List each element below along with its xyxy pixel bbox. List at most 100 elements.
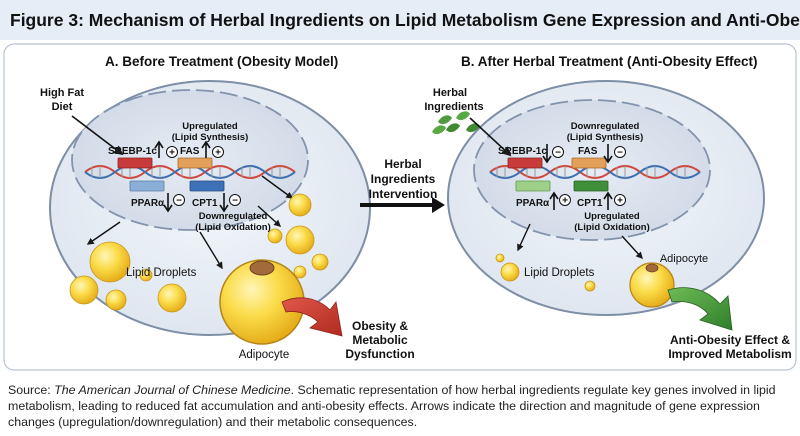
outcome-a-3: Dysfunction xyxy=(345,347,414,361)
cpt1-sign-a: − xyxy=(232,196,238,207)
cpt1-sign-circle-a xyxy=(229,194,241,206)
ppar-sign-a: − xyxy=(176,196,182,207)
srebp-gene-box-b xyxy=(507,157,543,169)
diet-label-a-2: Diet xyxy=(52,101,73,113)
diet-label-a-1: High Fat xyxy=(40,87,84,99)
ppar-sign-circle-b xyxy=(559,194,571,206)
herbal-arrow-b xyxy=(469,117,512,157)
lipid-droplets-label-a: Lipid Droplets xyxy=(126,267,197,279)
lipid-droplet xyxy=(288,193,312,217)
title-bar xyxy=(0,0,800,40)
up-note-a-1: Upregulated xyxy=(182,121,238,132)
lipid-droplet xyxy=(89,241,131,283)
adipocyte-nucleus-a xyxy=(249,260,275,276)
srebp-sign-circle-b xyxy=(552,146,564,158)
leaf-icon xyxy=(432,111,480,135)
caption-body: . Schematic representation of how herbal… xyxy=(8,383,776,429)
srebp-sign-a: + xyxy=(169,148,175,159)
intervention-line-3: Intervention xyxy=(369,187,438,201)
outcome-a-2: Metabolic xyxy=(352,333,408,347)
obesity-outcome-arrow xyxy=(281,297,343,337)
lipid-droplets-label-b: Lipid Droplets xyxy=(524,267,595,279)
cpt1-up-arrow-b xyxy=(603,191,613,210)
lipid-droplets-a xyxy=(69,193,329,313)
srebp-sign-circle-a xyxy=(166,146,178,158)
outcome-b-2: Improved Metabolism xyxy=(668,347,791,361)
srebp-label-b: SREBP-1c xyxy=(498,146,547,157)
adipocyte-nucleus-b xyxy=(645,263,659,273)
ppar-label-a: PPARα xyxy=(131,198,165,209)
lipid-droplet xyxy=(495,253,505,263)
caption-source-prefix: Source: xyxy=(8,383,55,397)
fas-sign-a: + xyxy=(215,148,221,159)
adipocyte-b xyxy=(629,262,675,308)
ppar-down-arrow-a xyxy=(163,193,173,213)
fas-down-arrow-b xyxy=(603,144,613,164)
fas-sign-b: − xyxy=(617,148,623,159)
ppar-gene-box-a xyxy=(129,180,165,192)
lipid-droplet xyxy=(157,283,187,313)
lipid-droplet xyxy=(311,253,329,271)
diet-arrow-a xyxy=(71,115,124,156)
ppar-sign-b: + xyxy=(562,196,568,207)
intervention-line-1: Herbal xyxy=(384,157,421,171)
down-note-b-1: Downregulated xyxy=(571,121,640,132)
lipid-droplet xyxy=(500,262,520,282)
lipid-droplet xyxy=(293,265,307,279)
down-note-b-2: (Lipid Synthesis) xyxy=(567,132,644,143)
ppar-up-arrow-b xyxy=(549,191,559,210)
outcome-a-1: Obesity & xyxy=(352,319,408,333)
down-note-a-2: (Lipid Oxidation) xyxy=(195,222,270,233)
up-note-a-2: (Lipid Synthesis) xyxy=(172,132,249,143)
srebp-sign-b: − xyxy=(555,148,561,159)
herbal-label-b-2: Ingredients xyxy=(424,101,483,113)
cpt1-down-arrow-a xyxy=(219,193,229,213)
lipid-droplet xyxy=(267,228,283,244)
herbal-label-b-1: Herbal xyxy=(433,87,467,99)
lipid-droplet xyxy=(69,275,99,305)
srebp-down-arrow-b xyxy=(542,144,552,164)
arrow-to-droplets-a xyxy=(86,221,121,245)
dna-helix-b xyxy=(489,165,701,179)
adipocyte-a xyxy=(219,259,305,345)
arrow-to-droplets-b xyxy=(517,223,531,252)
fas-up-arrow-a xyxy=(201,140,211,158)
fas-sign-circle-b xyxy=(614,146,626,158)
cpt1-gene-box-a xyxy=(189,180,225,192)
arrow-to-adipocyte-b xyxy=(621,235,643,260)
caption-journal: The American Journal of Chinese Medicine xyxy=(54,383,291,397)
cpt1-gene-box-b xyxy=(573,180,609,192)
arrow-to-adipocyte-a xyxy=(199,231,223,270)
panel-b: B. After Herbal Treatment (Anti-Obesity … xyxy=(424,54,791,361)
arrow-to-droplet-lower-a xyxy=(257,205,282,227)
lipid-droplet xyxy=(285,225,315,255)
srebp-up-arrow-a xyxy=(154,140,164,158)
adipocyte-cell-b xyxy=(629,262,675,308)
lipid-droplet xyxy=(139,268,153,282)
figure-caption: Source: The American Journal of Chinese … xyxy=(8,382,792,430)
nucleus-b xyxy=(473,99,711,241)
ppar-label-b: PPARα xyxy=(516,198,550,209)
fas-gene-box-b xyxy=(571,157,607,169)
lipid-droplet xyxy=(105,289,127,311)
down-note-a-1: Downregulated xyxy=(199,211,268,222)
figure-title: Figure 3: Mechanism of Herbal Ingredient… xyxy=(10,10,800,30)
srebp-label-a: SREBP-1c xyxy=(108,146,157,157)
lipid-droplet xyxy=(584,280,596,292)
fas-label-b: FAS xyxy=(578,146,598,157)
cpt1-sign-circle-b xyxy=(614,194,626,206)
outcome-b-1: Anti-Obesity Effect & xyxy=(670,333,790,347)
srebp-gene-box-a xyxy=(117,157,153,169)
panel-a-title: A. Before Treatment (Obesity Model) xyxy=(105,54,338,69)
cpt1-sign-b: + xyxy=(617,196,623,207)
up-note-b-2: (Lipid Oxidation) xyxy=(574,222,649,233)
adipocyte-label-a: Adipocyte xyxy=(239,349,290,361)
up-note-b-1: Upregulated xyxy=(584,211,640,222)
intervention: Herbal Ingredients Intervention xyxy=(360,157,445,213)
fas-sign-circle-a xyxy=(212,146,224,158)
ppar-gene-box-b xyxy=(515,180,551,192)
cpt1-label-a: CPT1 xyxy=(192,198,218,209)
anti-obesity-outcome-arrow xyxy=(667,287,733,331)
fas-label-a: FAS xyxy=(180,146,200,157)
